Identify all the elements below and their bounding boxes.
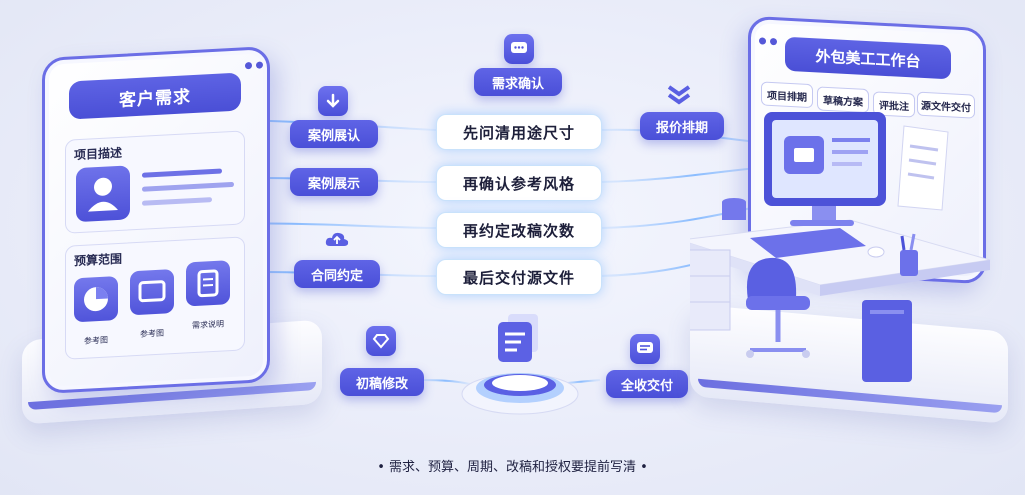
- requirement-confirm-chip: 需求确认: [474, 68, 562, 96]
- step-2: 再确认参考风格: [436, 165, 602, 201]
- image-icon: [130, 269, 174, 316]
- full-delivery-chip: 全收交付: [606, 370, 688, 398]
- window-dots: [245, 61, 263, 70]
- window-dots: [759, 37, 777, 46]
- text-line: [142, 181, 234, 192]
- tag-project-schedule: 项目排期: [761, 81, 813, 109]
- text-line: [142, 168, 222, 178]
- footer-caption: • 需求、预算、周期、改稿和授权要提前写清 •: [377, 460, 648, 475]
- message-list-icon: [630, 334, 660, 364]
- quote-schedule-chip: 报价排期: [640, 112, 724, 140]
- download-arrow-icon: [318, 86, 348, 116]
- customer-needs-panel: 客户需求 项目描述 预算范围 参考图 参考图 需求说明: [42, 46, 270, 394]
- chat-bubble-icon: [504, 34, 534, 64]
- step-4: 最后交付源文件: [436, 259, 602, 295]
- double-chevron-down-icon: [664, 80, 694, 110]
- workbench-title: 外包美工工作台: [785, 36, 951, 80]
- user-avatar-icon: [76, 165, 130, 223]
- tile-caption: 参考图: [84, 335, 108, 346]
- step-1: 先问清用途尺寸: [436, 114, 602, 150]
- tile-caption: 需求说明: [192, 319, 224, 331]
- diamond-check-icon: [366, 326, 396, 356]
- document-stack-icon: [490, 312, 550, 368]
- first-draft-revision-chip: 初稿修改: [340, 368, 424, 396]
- budget-range-label: 预算范围: [74, 251, 123, 269]
- contract-agreement-chip: 合同约定: [294, 260, 380, 288]
- document-icon: [186, 260, 230, 307]
- project-description-card: 项目描述: [65, 130, 245, 234]
- center-hub: [460, 352, 580, 418]
- step-3: 再约定改稿次数: [436, 212, 602, 248]
- budget-range-card: 预算范围 参考图 参考图 需求说明: [65, 236, 245, 360]
- text-line: [142, 197, 212, 206]
- pie-chart-icon: [74, 275, 118, 323]
- cloud-upload-icon: [322, 224, 352, 254]
- tile-caption: 参考图: [140, 328, 164, 339]
- case-display-chip: 案例展示: [290, 168, 378, 196]
- workstation-illustration: [690, 112, 991, 382]
- panel-title: 客户需求: [69, 72, 241, 120]
- case-confirm-chip: 案例展认: [290, 120, 378, 148]
- project-description-label: 项目描述: [74, 145, 123, 163]
